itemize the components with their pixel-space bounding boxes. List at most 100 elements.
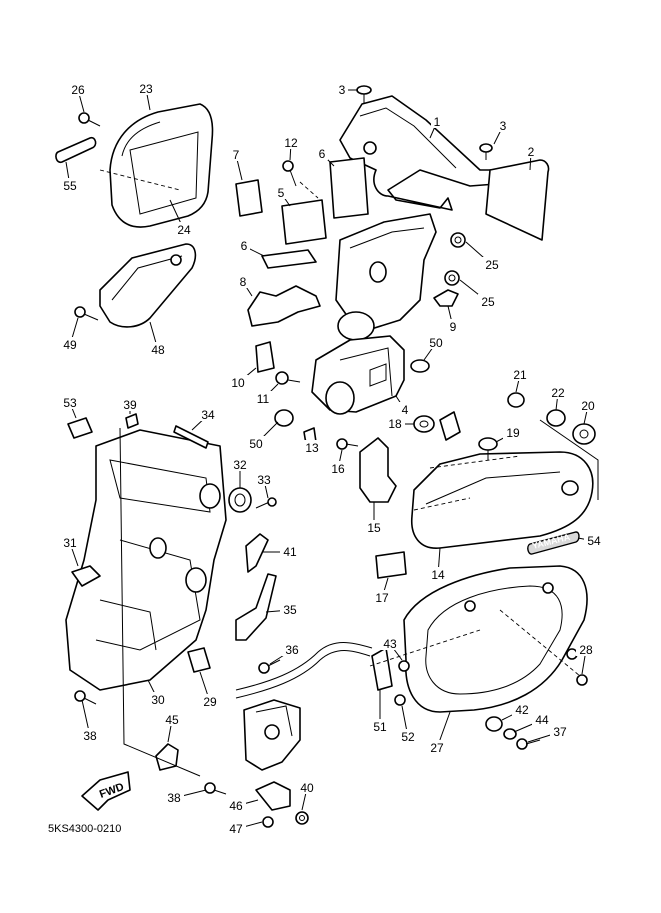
screw-47: [262, 816, 274, 828]
callout-background: [275, 185, 287, 199]
callout-background: [576, 642, 596, 656]
assembly-line: [299, 181, 319, 199]
callout-background: [482, 257, 502, 271]
assembly-line: [539, 419, 599, 500]
callout-number: 7: [233, 148, 240, 162]
nut-40: [295, 811, 309, 825]
pad-6-lower: [261, 249, 317, 269]
grommet-19: [478, 437, 498, 460]
grommet-50-b: [274, 409, 294, 427]
cap-21: [507, 392, 525, 408]
callout-background: [398, 729, 418, 743]
callout-number: 10: [231, 376, 245, 390]
callout-background: [512, 702, 532, 716]
side-cover-27: [403, 565, 588, 713]
callout-background: [385, 416, 405, 430]
callout-background: [68, 82, 88, 96]
callout-background: [510, 367, 530, 381]
callout-number: 20: [581, 399, 595, 413]
callout-number: 8: [240, 275, 247, 289]
callout-background: [447, 319, 459, 333]
grommet-50-a: [410, 359, 430, 373]
callout-number: 1: [434, 115, 441, 129]
callout-number: 51: [373, 720, 387, 734]
screw-36: [258, 659, 281, 674]
pad-5: [281, 199, 327, 245]
callout-background: [478, 294, 498, 308]
bracket-8: [247, 285, 321, 327]
callout-background: [60, 178, 80, 192]
callout-background: [497, 118, 509, 132]
callout-number: 4: [402, 403, 409, 417]
callout-background: [198, 407, 218, 421]
callout-background: [280, 602, 300, 616]
callout-background: [503, 425, 523, 439]
callout-background: [550, 724, 570, 738]
callout-background: [253, 391, 273, 405]
strip-34: [173, 425, 209, 449]
callout-background: [230, 457, 250, 471]
grommet-22: [546, 409, 566, 427]
clip-29: [187, 647, 211, 673]
screw-12: [282, 160, 297, 187]
frame-bracket-4: [311, 213, 437, 415]
callout-background: [174, 222, 194, 236]
callout-background: [372, 590, 392, 604]
callout-number: 13: [305, 441, 319, 455]
callout-number: 35: [283, 603, 297, 617]
side-cover-14: [411, 451, 594, 549]
callout-background: [532, 712, 552, 726]
callout-number: 31: [63, 536, 77, 550]
callout-background: [60, 535, 80, 549]
callout-number: 21: [513, 368, 527, 382]
callout-background: [226, 821, 246, 835]
callout-number: 3: [339, 83, 346, 97]
fwd-arrow: FWD: [81, 771, 131, 811]
pad-6-upper: [329, 157, 369, 219]
callout-number: 5: [278, 186, 285, 200]
bracket-1: [339, 95, 501, 211]
callout-background: [162, 712, 182, 726]
callout-number: 55: [63, 179, 77, 193]
callout-background: [431, 114, 443, 128]
callout-background: [336, 82, 348, 96]
callout-background: [364, 520, 384, 534]
callout-number: 48: [151, 343, 165, 357]
callout-background: [136, 81, 156, 95]
washer-44: [503, 728, 517, 740]
side-cover-upper-left: [109, 103, 214, 228]
callout-background: [246, 436, 266, 450]
bracket-46: [255, 781, 291, 811]
callout-number: 36: [285, 643, 299, 657]
callout-number: 38: [83, 729, 97, 743]
callout-number: 49: [63, 338, 77, 352]
callout-number: 41: [283, 545, 297, 559]
callout-number: 28: [579, 643, 593, 657]
pad-17: [375, 551, 407, 579]
callout-number: 9: [450, 320, 457, 334]
collar-43: [398, 660, 410, 672]
grommet-25-a: [450, 232, 466, 248]
callout-number: 45: [165, 713, 179, 727]
grommet-18: [413, 415, 435, 433]
assembly-line: [369, 629, 481, 667]
clip-31: [71, 565, 101, 587]
callout-number: 50: [249, 437, 263, 451]
washer-32: [228, 487, 252, 513]
grommet-25-b: [444, 270, 460, 286]
clamp-41: [245, 533, 269, 573]
screw-16: [336, 438, 359, 450]
callout-background: [164, 790, 184, 804]
callout-number: 42: [515, 703, 529, 717]
clip-39: [125, 413, 139, 429]
valve-assembly: [243, 699, 301, 771]
callout-background: [200, 694, 220, 708]
callout-background: [120, 397, 140, 411]
clip-9: [433, 289, 459, 307]
side-cover-lower-left: [99, 243, 197, 328]
callout-background: [302, 440, 322, 454]
callout-number: 33: [257, 473, 271, 487]
screw-52: [394, 694, 406, 706]
assembly-line: [499, 609, 581, 677]
bracket-18b: [439, 411, 461, 441]
